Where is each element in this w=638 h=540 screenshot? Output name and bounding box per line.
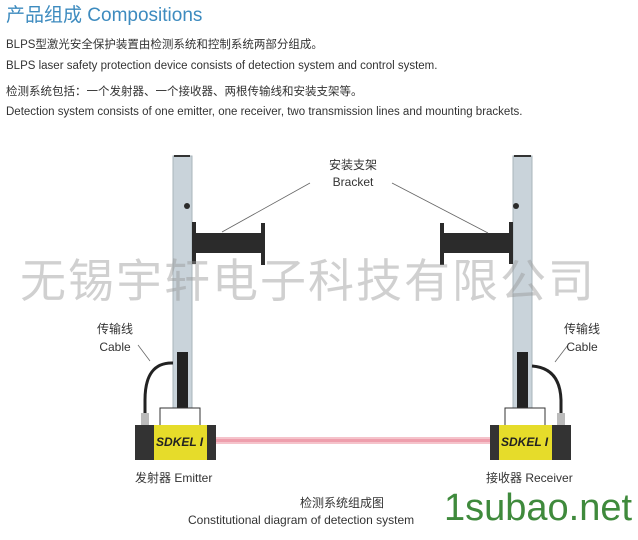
paragraph-cn-2: 检测系统包括：一个发射器、一个接收器、两根传输线和安装支架等。 (6, 86, 363, 98)
watermark: 无锡宇轩电子科技有限公司 (20, 254, 596, 308)
bracket-label-en: Bracket (332, 175, 374, 189)
paragraph-cn-1: BLPS型激光安全保护装置由检测系统和控制系统两部分组成。 (6, 39, 323, 51)
cable-left-label-cn: 传输线 (96, 322, 133, 336)
receiver-label: 接收器 Receiver (486, 471, 573, 485)
cable-left-label-en: Cable (99, 340, 131, 354)
cable-right-label-en: Cable (566, 340, 598, 354)
receiver-unit (490, 425, 571, 460)
page-title: 产品组成 Compositions (6, 5, 203, 26)
paragraph-en-2: Detection system consists of one emitter… (6, 106, 523, 118)
emitter-brand: SDKEL I (156, 435, 204, 449)
left-bracket (184, 203, 265, 265)
right-cable (531, 364, 563, 415)
site-watermark: 1subao.net (444, 487, 633, 529)
cable-right-label-cn: 传输线 (563, 322, 600, 336)
emitter-label: 发射器 Emitter (135, 471, 213, 485)
caption-cn: 检测系统组成图 (300, 496, 385, 510)
receiver-brand: SDKEL I (501, 435, 549, 449)
paragraph-en-1: BLPS laser safety protection device cons… (6, 60, 438, 72)
right-bracket (440, 203, 519, 265)
caption-en: Constitutional diagram of detection syst… (188, 513, 415, 527)
bracket-label-cn: 安装支架 (328, 158, 377, 172)
emitter-unit (135, 425, 216, 460)
left-cable (143, 361, 174, 415)
